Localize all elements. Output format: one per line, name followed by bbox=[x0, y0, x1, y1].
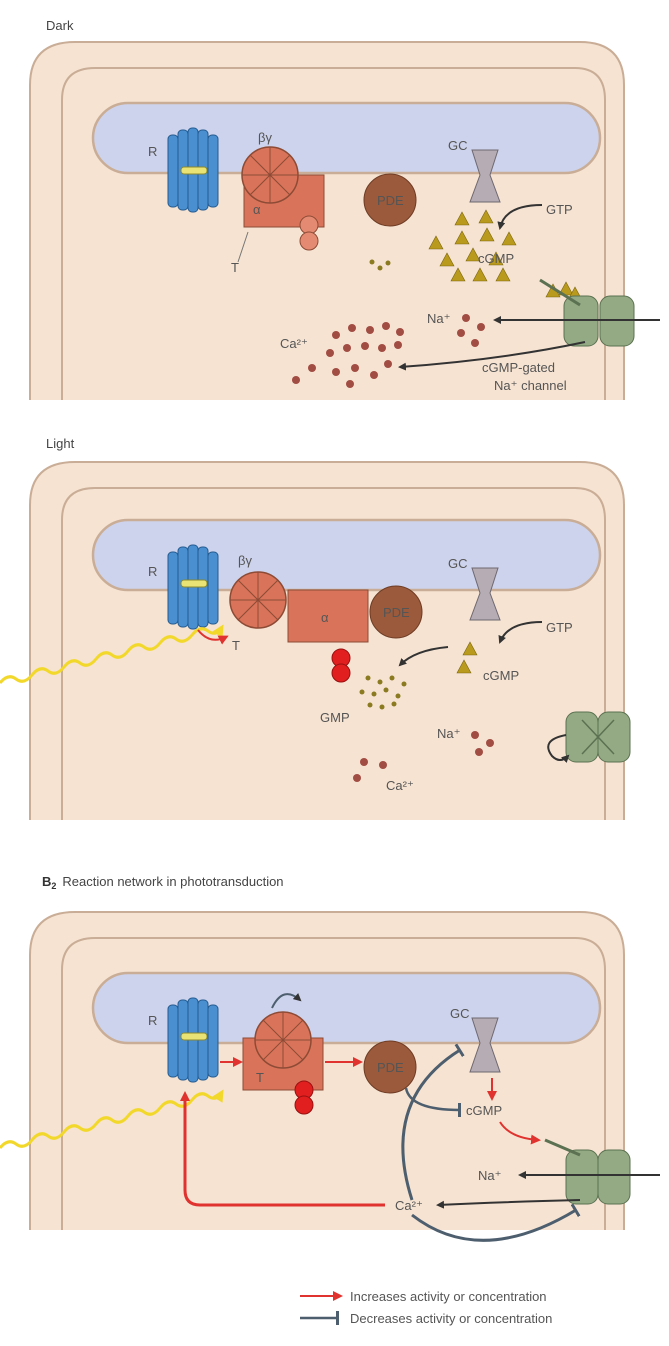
dark-rhodopsin bbox=[167, 127, 219, 213]
dark-label-ca: Ca²⁺ bbox=[280, 336, 308, 351]
network-cell-outer bbox=[29, 911, 625, 1230]
network-ca-feedback-to-r bbox=[180, 1091, 385, 1207]
dark-na-ions bbox=[457, 314, 485, 347]
network-photon-wave bbox=[0, 1089, 224, 1149]
network-ca-inhibits-gc bbox=[401, 1043, 465, 1201]
network-label-pde: PDE bbox=[377, 1060, 404, 1075]
dark-label-pde: PDE bbox=[377, 193, 404, 208]
network-label-r: R bbox=[148, 1013, 157, 1028]
dark-panel: Dark R βγ bbox=[29, 18, 660, 400]
light-label-gc: GC bbox=[448, 556, 468, 571]
dark-ca-arrow bbox=[398, 341, 586, 371]
network-label-cgmp: cGMP bbox=[466, 1103, 502, 1118]
dark-ca-ions bbox=[292, 322, 404, 388]
network-cgmp-to-channel-arrow bbox=[499, 1121, 541, 1145]
light-channel-recycle-arrow bbox=[547, 734, 570, 764]
dark-t-leader bbox=[237, 231, 249, 263]
network-label-ca: Ca²⁺ bbox=[395, 1198, 423, 1213]
dark-label-beta-gamma: βγ bbox=[258, 130, 272, 145]
dark-heading: Dark bbox=[46, 18, 74, 33]
network-pde bbox=[363, 1040, 417, 1094]
network-ca-inhibits-channel bbox=[411, 1203, 581, 1242]
network-disk bbox=[91, 971, 602, 1045]
light-label-gtp: GTP bbox=[546, 620, 573, 635]
dark-gtp-arrow bbox=[497, 204, 543, 230]
light-heading: Light bbox=[46, 436, 75, 451]
light-cgmp-to-gmp-arrow bbox=[398, 646, 449, 667]
light-transducin-alpha bbox=[287, 589, 369, 683]
network-label-na: Na⁺ bbox=[478, 1168, 501, 1183]
light-label-ca: Ca²⁺ bbox=[386, 778, 414, 793]
light-photon-wave bbox=[0, 624, 224, 684]
light-pde bbox=[369, 585, 423, 639]
dark-label-gtp: GTP bbox=[546, 202, 573, 217]
dark-label-alpha: α bbox=[253, 202, 261, 217]
legend-increase-text: Increases activity or concentration bbox=[350, 1289, 547, 1304]
dark-label-r: R bbox=[148, 144, 157, 159]
light-label-r: R bbox=[148, 564, 157, 579]
dark-label-channel-2: Na⁺ channel bbox=[494, 378, 567, 393]
dark-label-cgmp: cGMP bbox=[478, 251, 514, 266]
network-transducin bbox=[242, 993, 324, 1115]
dark-cell-outer bbox=[29, 41, 625, 400]
light-ca-ions bbox=[353, 758, 387, 782]
network-guanylyl-cyclase bbox=[469, 1017, 501, 1073]
light-transducin-beta-gamma bbox=[229, 571, 287, 629]
dark-gmp-dots bbox=[369, 259, 391, 271]
legend-decrease-text: Decreases activity or concentration bbox=[350, 1311, 552, 1326]
legend: Increases activity or concentration Decr… bbox=[300, 1289, 552, 1326]
network-label-t: T bbox=[256, 1070, 264, 1085]
light-label-pde: PDE bbox=[383, 605, 410, 620]
light-r-to-t-arrow bbox=[197, 629, 229, 645]
network-label-gc: GC bbox=[450, 1006, 470, 1021]
light-gmp-dots bbox=[359, 675, 407, 710]
light-rhodopsin bbox=[167, 544, 219, 630]
dark-label-t: T bbox=[231, 260, 239, 275]
dark-cgmp-molecules bbox=[428, 209, 583, 301]
dark-transducin bbox=[241, 146, 325, 251]
light-gtp-arrow bbox=[498, 621, 543, 644]
light-label-gmp: GMP bbox=[320, 710, 350, 725]
light-na-ions bbox=[471, 731, 494, 756]
dark-label-channel-1: cGMP-gated bbox=[482, 360, 555, 375]
light-panel: Light R βγ bbox=[0, 436, 631, 820]
dark-pde bbox=[363, 173, 417, 227]
network-rhodopsin bbox=[167, 997, 219, 1083]
network-ca-arrow bbox=[436, 1199, 581, 1209]
dark-label-gc: GC bbox=[448, 138, 468, 153]
network-cell-inner-membrane bbox=[61, 937, 606, 1230]
dark-label-na: Na⁺ bbox=[427, 311, 450, 326]
light-guanylyl-cyclase bbox=[469, 567, 501, 621]
light-label-alpha: α bbox=[321, 610, 329, 625]
light-channel-closed bbox=[565, 711, 631, 763]
dark-guanylyl-cyclase bbox=[469, 149, 501, 203]
light-label-beta-gamma: βγ bbox=[238, 553, 252, 568]
dark-cell-inner-membrane bbox=[61, 67, 606, 400]
light-cell-inner-membrane bbox=[61, 487, 606, 820]
light-label-cgmp: cGMP bbox=[483, 668, 519, 683]
light-label-na: Na⁺ bbox=[437, 726, 460, 741]
network-pde-inhibits-cgmp bbox=[404, 1087, 462, 1118]
network-channel bbox=[544, 1138, 631, 1205]
light-label-t: T bbox=[232, 638, 240, 653]
